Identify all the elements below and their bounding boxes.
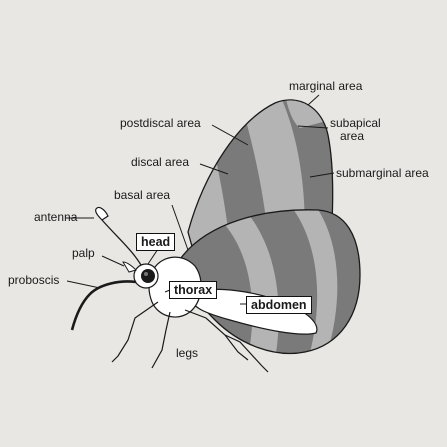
leader-postdiscal-area — [211, 124, 249, 146]
antenna-shaft — [101, 219, 142, 266]
forewing-subapical-patch — [285, 99, 330, 128]
leader-lines — [66, 94, 335, 305]
label-subapical-area-line2: area — [339, 129, 365, 143]
proboscis-shape — [70, 280, 137, 331]
label-abdomen: abdomen — [246, 296, 312, 314]
front-leg — [111, 301, 159, 363]
leader-marginal-area — [307, 94, 320, 106]
leader-subapical-area — [297, 125, 329, 129]
label-proboscis: proboscis — [8, 273, 60, 287]
label-basal-area: basal area — [114, 188, 171, 202]
label-antenna: antenna — [34, 210, 78, 224]
label-palp: palp — [72, 246, 95, 260]
label-submarginal-area: submarginal area — [336, 166, 429, 180]
eye-highlight — [144, 272, 148, 276]
label-discal-area: discal area — [131, 155, 190, 169]
hindwing-outline — [177, 209, 361, 355]
hindwing-light-band-2 — [290, 209, 338, 354]
leader-palp — [101, 255, 125, 267]
label-legs: legs — [176, 346, 199, 360]
antenna-club — [95, 206, 109, 221]
label-postdiscal-area: postdiscal area — [120, 116, 201, 130]
middle-leg — [151, 311, 171, 369]
legs-group — [111, 301, 269, 373]
leader-head — [147, 248, 159, 265]
leader-submarginal-area — [309, 172, 335, 178]
hind-leg-tip — [224, 334, 269, 373]
leader-basal-area — [171, 204, 189, 251]
label-subapical-area: subapical area — [330, 116, 381, 143]
eye — [141, 269, 155, 283]
label-thorax: thorax — [169, 281, 218, 299]
palp-shape — [122, 261, 137, 273]
leader-discal-area — [199, 163, 229, 175]
label-marginal-area: marginal area — [289, 79, 363, 93]
leader-proboscis — [66, 280, 101, 289]
label-head: head — [136, 233, 176, 251]
label-subapical-area-line1: subapical — [330, 116, 381, 130]
